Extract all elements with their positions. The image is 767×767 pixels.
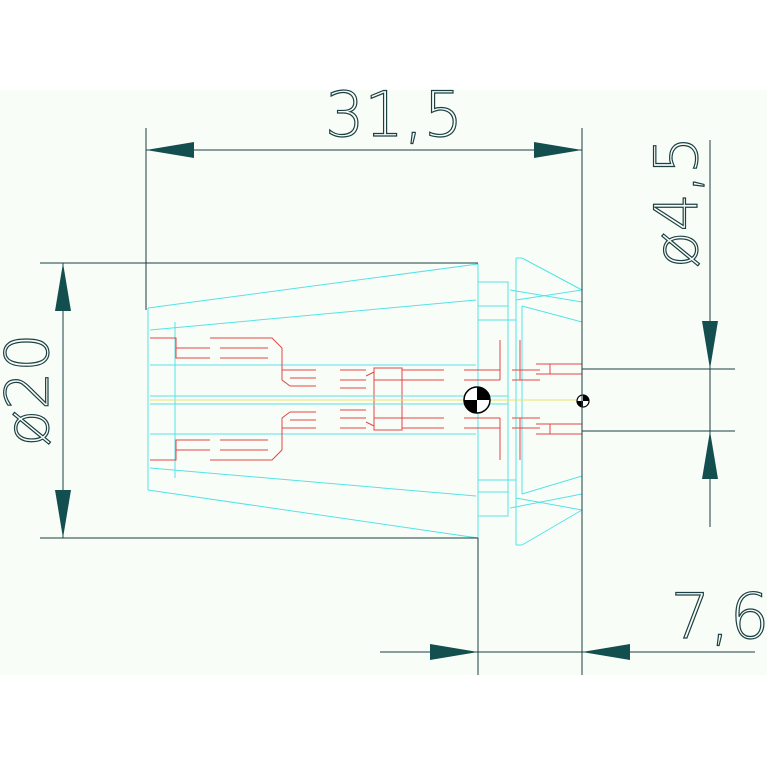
centroid-symbol-small [576,394,590,408]
centroid-symbol-large [463,386,491,414]
dimension-nose-length-text: 7,6 [671,580,767,653]
dimension-bore-diameter[interactable]: ø4,5 [582,135,735,527]
dimension-outer-diameter[interactable]: ø20 [0,262,478,539]
drawing-sheet [0,90,767,675]
dimension-bore-diameter-text: ø4,5 [642,136,712,268]
dimension-overall-length-text: 31,5 [325,78,463,151]
dimension-nose-length[interactable]: 7,6 [380,538,767,675]
dimension-overall-length[interactable]: 31,5 [145,77,583,675]
dimension-outer-diameter-text: ø20 [0,333,63,446]
collet-slots [150,337,582,461]
